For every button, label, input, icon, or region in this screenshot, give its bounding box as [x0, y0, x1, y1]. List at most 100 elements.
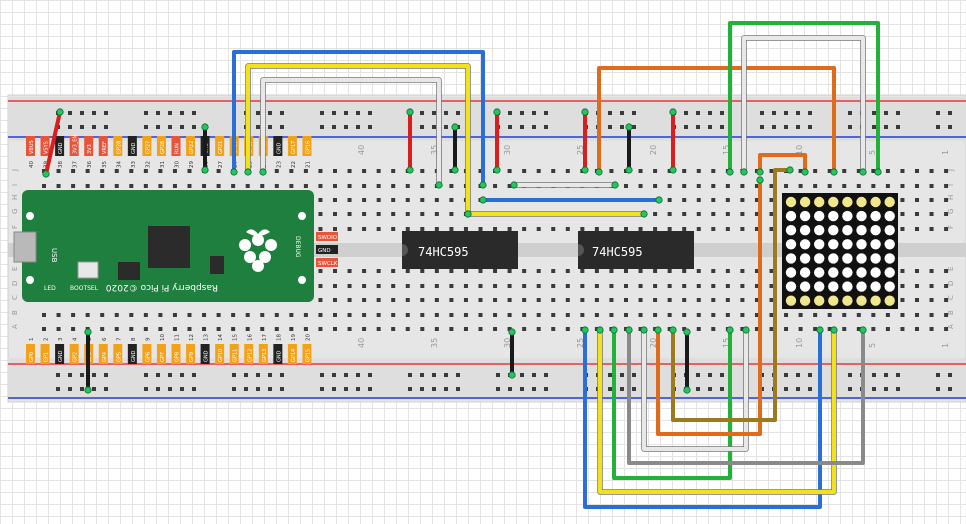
breadboard-hole[interactable]	[653, 269, 658, 273]
breadboard-hole[interactable]	[449, 212, 454, 216]
breadboard-hole[interactable]	[478, 169, 483, 173]
breadboard-hole[interactable]	[754, 227, 759, 231]
breadboard-hole[interactable]	[871, 169, 876, 173]
breadboard-hole[interactable]	[827, 169, 832, 173]
rail-hole[interactable]	[544, 373, 548, 377]
breadboard-hole[interactable]	[114, 169, 119, 173]
breadboard-hole[interactable]	[318, 284, 323, 288]
breadboard-hole[interactable]	[478, 298, 483, 302]
rail-hole[interactable]	[320, 111, 324, 115]
breadboard-hole[interactable]	[900, 269, 905, 273]
breadboard-hole[interactable]	[929, 198, 934, 202]
breadboard-hole[interactable]	[143, 184, 148, 188]
breadboard-hole[interactable]	[551, 284, 556, 288]
breadboard-hole[interactable]	[507, 298, 512, 302]
rail-hole[interactable]	[256, 373, 260, 377]
breadboard-hole[interactable]	[85, 184, 90, 188]
breadboard-hole[interactable]	[682, 298, 687, 302]
breadboard-hole[interactable]	[478, 227, 483, 231]
rail-hole[interactable]	[332, 111, 336, 115]
breadboard-hole[interactable]	[915, 269, 919, 273]
rail-hole[interactable]	[896, 111, 900, 115]
rail-hole[interactable]	[796, 111, 800, 115]
breadboard-hole[interactable]	[493, 327, 498, 331]
rail-hole[interactable]	[268, 125, 272, 129]
breadboard-hole[interactable]	[56, 327, 61, 331]
breadboard-hole[interactable]	[653, 184, 658, 188]
breadboard-hole[interactable]	[696, 298, 701, 302]
breadboard-hole[interactable]	[594, 284, 599, 288]
rail-hole[interactable]	[784, 111, 788, 115]
breadboard-hole[interactable]	[376, 212, 381, 216]
rail-hole[interactable]	[520, 373, 524, 377]
breadboard-hole[interactable]	[434, 227, 439, 231]
breadboard-hole[interactable]	[376, 227, 381, 231]
breadboard-hole[interactable]	[696, 284, 701, 288]
breadboard-hole[interactable]	[158, 184, 163, 188]
breadboard-hole[interactable]	[318, 212, 323, 216]
breadboard-hole[interactable]	[405, 284, 410, 288]
breadboard-hole[interactable]	[463, 269, 468, 273]
breadboard-hole[interactable]	[580, 227, 585, 231]
wire[interactable]	[758, 153, 807, 174]
breadboard-hole[interactable]	[362, 298, 367, 302]
breadboard-hole[interactable]	[318, 227, 323, 231]
breadboard-hole[interactable]	[696, 227, 701, 231]
rail-hole[interactable]	[144, 373, 148, 377]
breadboard-hole[interactable]	[740, 198, 745, 202]
breadboard-hole[interactable]	[827, 327, 832, 331]
breadboard-hole[interactable]	[449, 198, 454, 202]
breadboard-hole[interactable]	[769, 269, 774, 273]
rail-hole[interactable]	[444, 373, 448, 377]
breadboard-hole[interactable]	[769, 184, 774, 188]
breadboard-hole[interactable]	[915, 212, 919, 216]
breadboard-hole[interactable]	[594, 269, 599, 273]
breadboard-hole[interactable]	[536, 284, 541, 288]
breadboard-hole[interactable]	[333, 212, 337, 216]
rail-hole[interactable]	[92, 125, 96, 129]
rail-hole[interactable]	[192, 111, 196, 115]
breadboard-hole[interactable]	[929, 169, 934, 173]
breadboard-hole[interactable]	[711, 227, 716, 231]
breadboard-hole[interactable]	[900, 212, 905, 216]
breadboard-hole[interactable]	[856, 327, 861, 331]
rail-hole[interactable]	[544, 111, 548, 115]
rail-hole[interactable]	[192, 387, 196, 391]
rail-hole[interactable]	[356, 125, 360, 129]
breadboard-hole[interactable]	[463, 227, 468, 231]
rail-hole[interactable]	[696, 125, 700, 129]
rail-hole[interactable]	[544, 387, 548, 391]
breadboard-hole[interactable]	[434, 284, 439, 288]
breadboard-hole[interactable]	[638, 227, 643, 231]
breadboard-hole[interactable]	[202, 327, 207, 331]
breadboard-hole[interactable]	[507, 169, 512, 173]
rail-hole[interactable]	[520, 387, 524, 391]
breadboard-hole[interactable]	[900, 184, 905, 188]
breadboard-hole[interactable]	[551, 298, 556, 302]
rail-hole[interactable]	[848, 111, 852, 115]
breadboard-hole[interactable]	[624, 298, 628, 302]
breadboard-hole[interactable]	[624, 313, 628, 317]
breadboard-hole[interactable]	[885, 169, 890, 173]
breadboard-hole[interactable]	[172, 169, 177, 173]
rail-hole[interactable]	[696, 387, 700, 391]
breadboard-hole[interactable]	[362, 169, 367, 173]
breadboard-hole[interactable]	[565, 269, 570, 273]
breadboard-hole[interactable]	[391, 284, 396, 288]
breadboard-hole[interactable]	[376, 169, 381, 173]
breadboard-hole[interactable]	[638, 313, 643, 317]
rail-hole[interactable]	[444, 111, 448, 115]
breadboard-hole[interactable]	[245, 327, 250, 331]
breadboard-hole[interactable]	[172, 327, 177, 331]
breadboard-hole[interactable]	[740, 313, 745, 317]
breadboard-hole[interactable]	[813, 313, 818, 317]
rail-hole[interactable]	[620, 111, 624, 115]
breadboard-hole[interactable]	[391, 227, 396, 231]
breadboard-hole[interactable]	[624, 269, 628, 273]
rail-hole[interactable]	[632, 387, 636, 391]
breadboard-hole[interactable]	[129, 313, 134, 317]
breadboard-hole[interactable]	[696, 212, 701, 216]
breadboard-hole[interactable]	[347, 198, 352, 202]
rail-hole[interactable]	[608, 125, 612, 129]
breadboard-hole[interactable]	[333, 284, 337, 288]
